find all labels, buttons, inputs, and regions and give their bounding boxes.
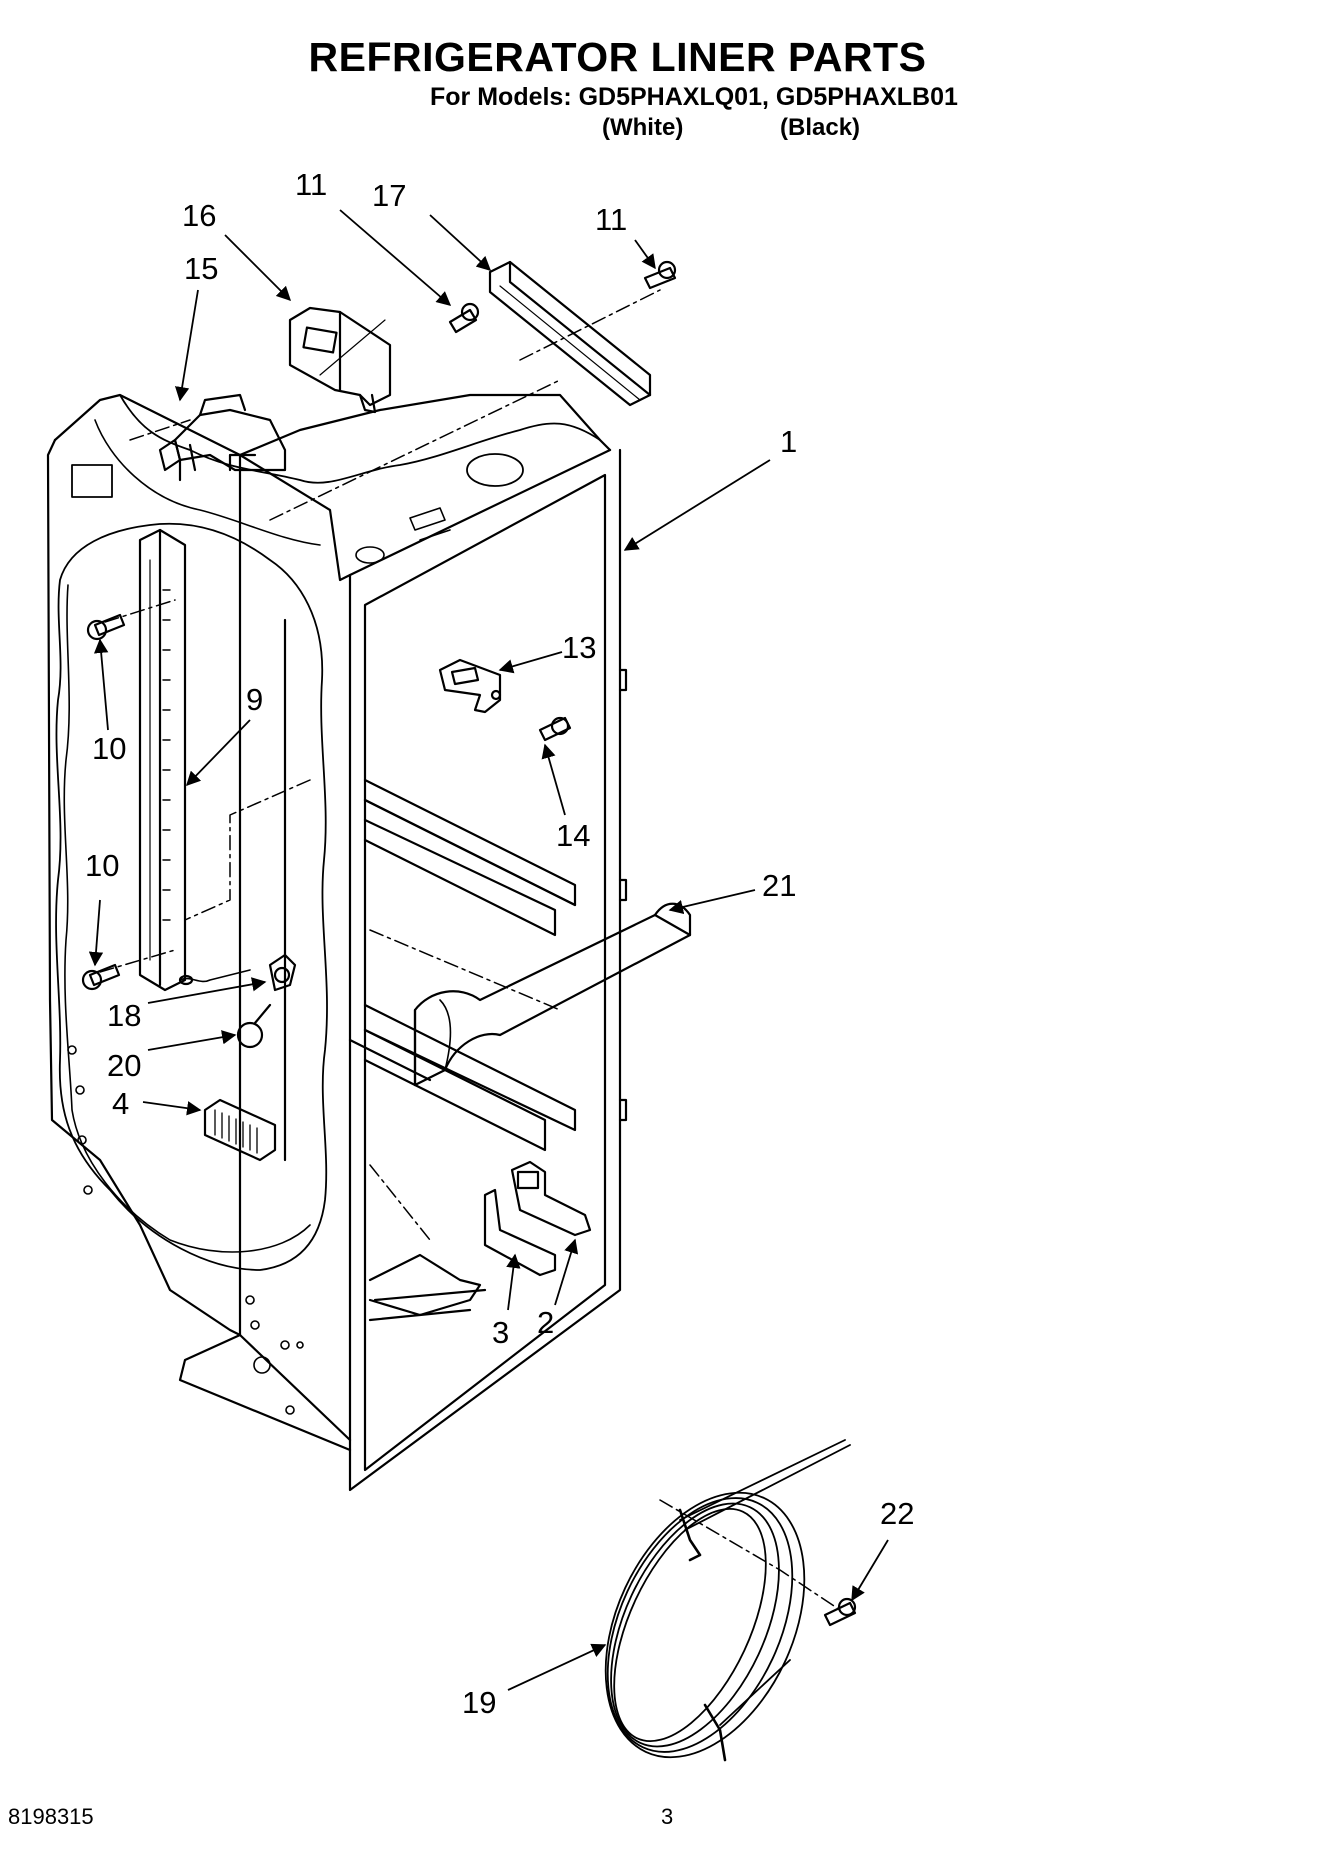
screw-10a xyxy=(86,613,126,641)
leader-20 xyxy=(147,1030,237,1051)
leader-21 xyxy=(668,889,756,915)
callout-20: 20 xyxy=(107,1048,142,1083)
leader-19 xyxy=(507,1643,607,1691)
leader-15 xyxy=(174,289,199,402)
tube-coil-19 xyxy=(604,1439,851,1762)
light-housing-15 xyxy=(158,393,287,482)
callout-10-upper: 10 xyxy=(92,731,127,766)
callout-14: 14 xyxy=(556,818,591,853)
screw-14 xyxy=(538,716,572,742)
page-number: 3 xyxy=(661,1804,674,1829)
screw-22 xyxy=(823,1597,857,1627)
callout-13: 13 xyxy=(562,630,597,665)
callout-4: 4 xyxy=(112,1086,130,1121)
callout-1: 1 xyxy=(780,424,798,459)
callout-15: 15 xyxy=(184,251,219,286)
leader-11a xyxy=(339,209,452,306)
callout-18: 18 xyxy=(107,998,142,1033)
leader-18 xyxy=(147,977,267,1004)
screw-11a xyxy=(448,302,480,334)
page-title: REFRIGERATOR LINER PARTS xyxy=(308,34,927,80)
variant-white: (White) xyxy=(602,114,684,141)
lamp-socket-18 xyxy=(178,953,297,992)
leader-10a xyxy=(93,638,109,731)
callout-11-right: 11 xyxy=(595,202,628,237)
screw-11b xyxy=(643,260,677,290)
leader-22 xyxy=(851,1539,889,1602)
callout-21: 21 xyxy=(762,868,797,903)
leader-13 xyxy=(498,651,563,674)
crisper-rails xyxy=(368,1253,487,1322)
leader-2 xyxy=(554,1238,579,1306)
shelf-support-lower xyxy=(348,1003,577,1152)
light-shield-21 xyxy=(413,902,692,1087)
doc-number: 8198315 xyxy=(8,1804,94,1829)
rail-17 xyxy=(488,260,652,407)
leader-17 xyxy=(429,214,492,271)
bracket-2 xyxy=(510,1160,592,1237)
callout-9: 9 xyxy=(246,682,264,717)
callout-19: 19 xyxy=(462,1685,497,1720)
leader-1 xyxy=(623,459,771,551)
leader-16 xyxy=(224,234,292,302)
bulb-20 xyxy=(236,1003,272,1049)
leader-4 xyxy=(142,1101,202,1116)
variant-black: (Black) xyxy=(780,114,861,141)
leader-3 xyxy=(506,1253,521,1311)
cutaway-outline xyxy=(55,522,328,1271)
callout-22: 22 xyxy=(880,1496,915,1531)
bracket-16 xyxy=(288,306,392,414)
bracket-13 xyxy=(438,658,502,714)
callout-10-lower: 10 xyxy=(85,848,120,883)
shelf-ladder-9 xyxy=(138,528,187,992)
callout-17: 17 xyxy=(372,178,407,213)
callout-11-left: 11 xyxy=(295,167,328,202)
leader-9 xyxy=(185,719,251,787)
vent-grille-4 xyxy=(203,1098,277,1162)
callout-2: 2 xyxy=(537,1305,555,1340)
callout-16: 16 xyxy=(182,198,217,233)
leader-10b xyxy=(88,899,104,967)
screw-10b xyxy=(81,963,121,991)
bracket-3 xyxy=(483,1188,557,1277)
leader-11b xyxy=(634,239,656,270)
models-line: For Models: GD5PHAXLQ01, GD5PHAXLB01 xyxy=(430,83,958,111)
leader-14 xyxy=(541,743,566,816)
callout-3: 3 xyxy=(492,1315,510,1350)
liner-shell xyxy=(46,393,628,1492)
shelf-support-upper xyxy=(363,778,577,937)
